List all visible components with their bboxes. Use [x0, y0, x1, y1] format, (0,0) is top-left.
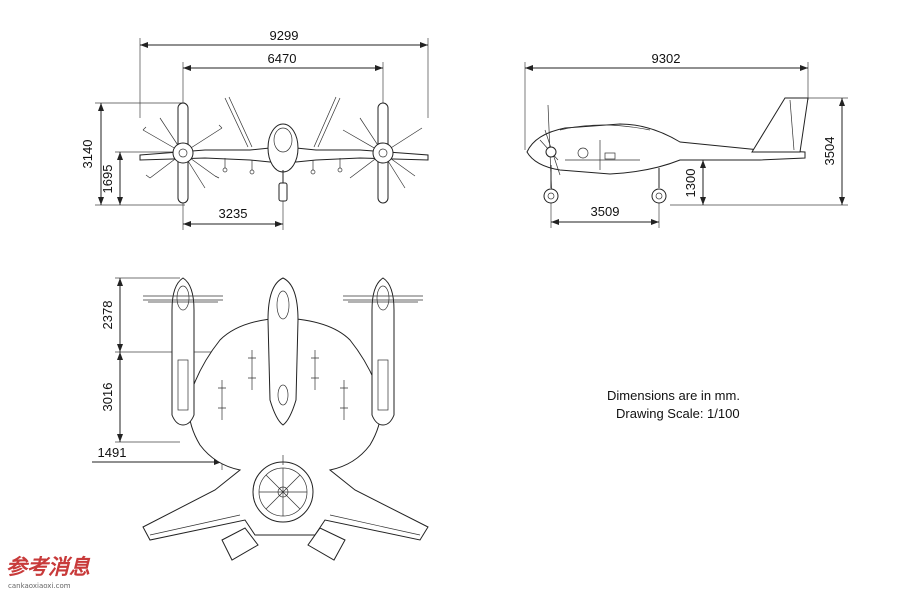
dim-rotor-offset: 3235: [182, 200, 284, 230]
dim-mid-length-label: 3016: [100, 383, 115, 412]
dim-height-lower: 1695: [100, 151, 180, 205]
note-scale: Drawing Scale: 1/100: [616, 406, 740, 421]
watermark-text: 参考消息: [6, 554, 91, 579]
left-rotor: [142, 102, 223, 204]
dim-height-total: 3140: [80, 102, 185, 206]
dim-nose-length-label: 2378: [100, 301, 115, 330]
dim-wheelbase-label: 3509: [591, 204, 620, 219]
side-view: 9302 3504 1300 3509: [524, 51, 848, 228]
dim-wheelbase: 3509: [550, 200, 660, 228]
dim-gear-height: 1300: [660, 159, 710, 205]
dim-height-lower-label: 1695: [100, 165, 115, 194]
dim-overall-span: 9299: [139, 28, 429, 118]
dim-overall-span-label: 9299: [270, 28, 299, 43]
dim-height-label: 3504: [822, 137, 837, 166]
top-view: 2378 3016 1491 947 1011: [92, 277, 429, 561]
dim-length-label: 9302: [652, 51, 681, 66]
dim-length: 9302: [524, 51, 809, 150]
right-nacelle: [343, 277, 423, 426]
watermark-logo: 参考消息 cankaoxiaoxi.com: [6, 554, 91, 590]
dim-mid-length: 3016: [100, 352, 180, 443]
note-units: Dimensions are in mm.: [607, 388, 740, 403]
drawing-notes: Dimensions are in mm. Drawing Scale: 1/1…: [607, 388, 740, 421]
dim-offset-c-label: 1491: [98, 445, 127, 460]
dim-nose-length: 2378: [100, 277, 230, 353]
dim-rotor-span: 6470: [182, 51, 384, 110]
dim-height-total-label: 3140: [80, 140, 95, 169]
left-nacelle: [143, 277, 223, 426]
lift-fan: [252, 455, 314, 523]
dim-rotor-span-label: 6470: [268, 51, 297, 66]
dim-gear-height-label: 1300: [683, 169, 698, 198]
front-view: 9299 6470 3140 1695: [80, 28, 429, 230]
dim-rotor-offset-label: 3235: [219, 206, 248, 221]
watermark-url: cankaoxiaoxi.com: [8, 582, 71, 590]
dim-height: 3504: [670, 97, 848, 206]
right-rotor: [342, 102, 423, 204]
